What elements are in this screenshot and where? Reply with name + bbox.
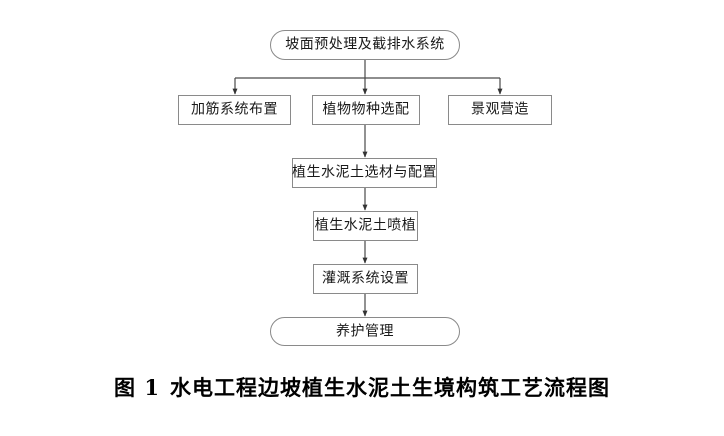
node-material: 植生水泥土选材与配置: [292, 158, 437, 188]
figure-caption: 图 1 水电工程边坡植生水泥土生境构筑工艺流程图: [0, 372, 724, 402]
node-irrigation: 灌溉系统设置: [313, 264, 418, 294]
figure-caption-text: 水电工程边坡植生水泥土生境构筑工艺流程图: [169, 375, 610, 400]
node-landscape-label: 景观营造: [471, 101, 529, 118]
node-material-label: 植生水泥土选材与配置: [292, 164, 437, 181]
figure-caption-number: 图 1: [114, 375, 160, 400]
node-pretreatment: 坡面预处理及截排水系统: [270, 30, 460, 60]
node-reinforce-label: 加筋系统布置: [191, 101, 278, 118]
node-maintenance-label: 养护管理: [336, 323, 394, 339]
node-species-label: 植物物种选配: [322, 101, 410, 118]
node-spray-label: 植生水泥土喷植: [314, 217, 417, 234]
node-pretreatment-label: 坡面预处理及截排水系统: [285, 36, 445, 53]
node-spray: 植生水泥土喷植: [313, 211, 418, 241]
flowchart-connectors: [232, 60, 503, 317]
node-species: 植物物种选配: [312, 95, 420, 125]
node-maintenance: 养护管理: [270, 317, 460, 346]
node-irrigation-label: 灌溉系统设置: [322, 270, 409, 287]
node-reinforce: 加筋系统布置: [178, 95, 291, 125]
node-landscape: 景观营造: [448, 95, 552, 125]
